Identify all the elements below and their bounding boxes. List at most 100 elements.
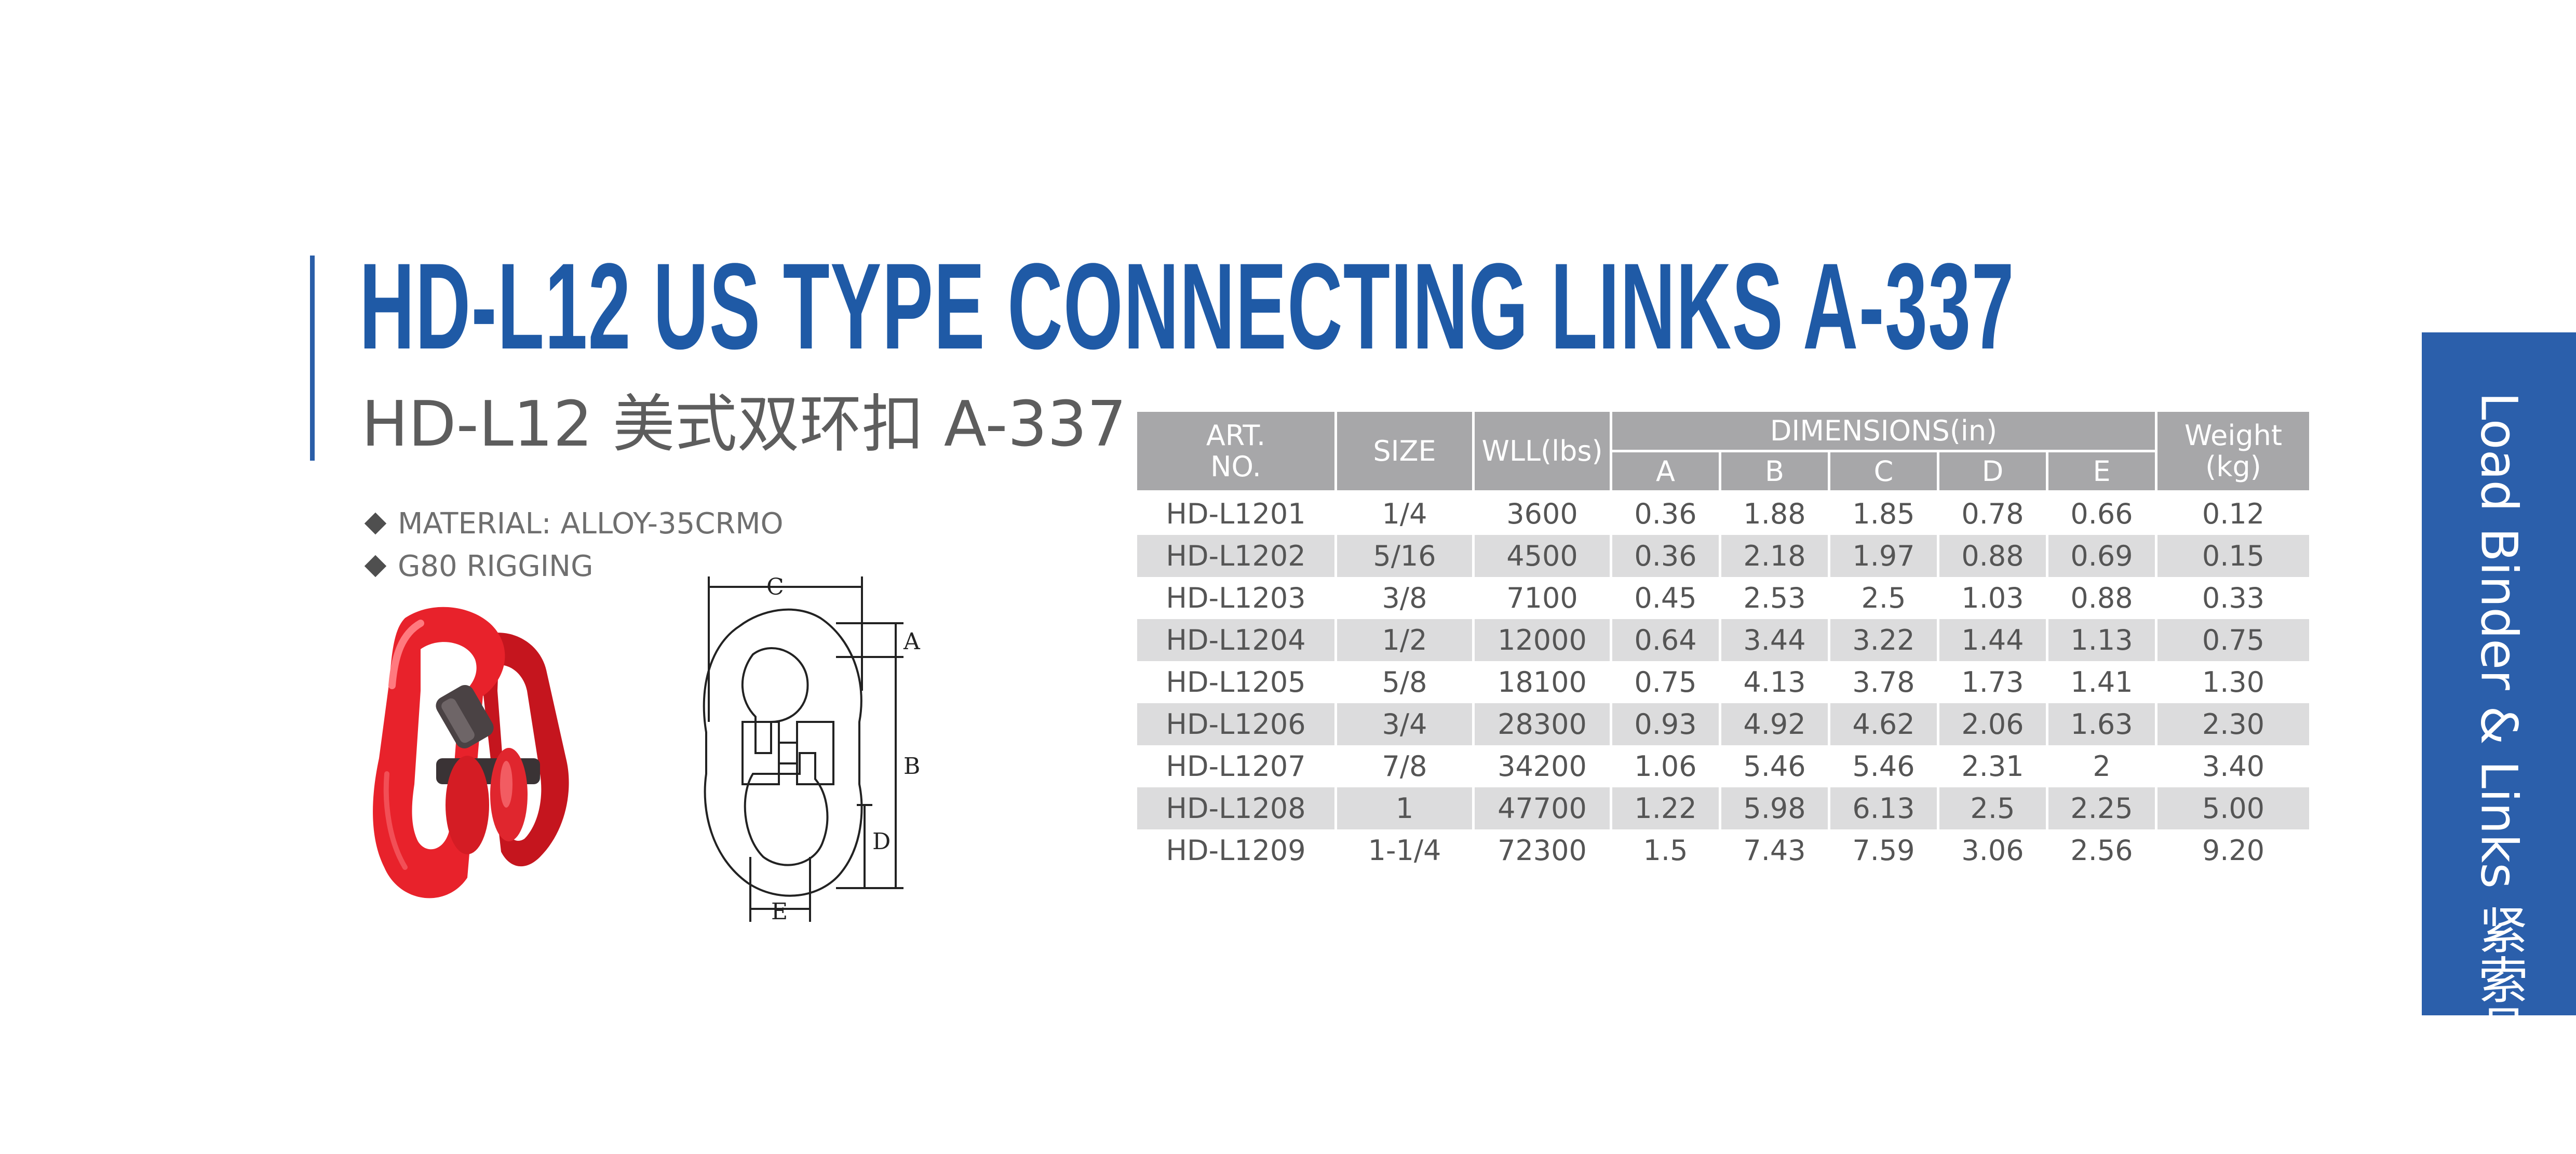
table-row: HD-L1201 1/4 3600 0.36 1.88 1.85 0.78 0.… [1135, 491, 2312, 535]
cell-dim-b: 2.18 [1719, 535, 1830, 577]
feature-material: MATERIAL: ALLOY-35CRMO [398, 507, 784, 541]
diagram-label-a: A [903, 628, 921, 655]
cell-weight: 2.30 [2155, 703, 2312, 745]
cell-size: 1-1/4 [1334, 829, 1475, 871]
cell-weight: 1.30 [2155, 661, 2312, 703]
cell-size: 3/4 [1334, 703, 1475, 745]
cell-dim-b: 5.98 [1719, 787, 1830, 829]
page-subtitle-cn: HD-L12 美式双环扣 A-337 [361, 388, 1127, 461]
header-dim-d: D [1937, 450, 2048, 493]
cell-art-no: HD-L1202 [1135, 535, 1337, 577]
header-dimensions: DIMENSIONS(in) [1609, 409, 2158, 452]
category-side-tab-label: Load Binder & Links 紧索具及环 [2470, 392, 2528, 1154]
header-dim-a: A [1610, 450, 1721, 493]
cell-art-no: HD-L1208 [1135, 787, 1337, 829]
cell-dim-a: 0.75 [1610, 661, 1721, 703]
cell-weight: 0.15 [2155, 535, 2312, 577]
cell-dim-e: 2.56 [2045, 829, 2158, 871]
table-row: HD-L1205 5/8 18100 0.75 4.13 3.78 1.73 1… [1135, 661, 2312, 703]
cell-dim-b: 7.43 [1719, 829, 1830, 871]
header-dim-b: B [1719, 450, 1830, 493]
cell-dim-b: 5.46 [1719, 745, 1830, 787]
feature-item: G80 RIGGING [364, 545, 784, 588]
cell-dim-c: 5.46 [1828, 745, 1939, 787]
cell-dim-b: 4.92 [1719, 703, 1830, 745]
diagram-label-d: D [872, 828, 891, 855]
cell-dim-c: 3.78 [1828, 661, 1939, 703]
cell-dim-a: 0.45 [1610, 577, 1721, 619]
cell-dim-c: 1.97 [1828, 535, 1939, 577]
cell-dim-d: 2.5 [1937, 787, 2048, 829]
cell-dim-d: 3.06 [1937, 829, 2048, 871]
cell-wll: 18100 [1472, 661, 1612, 703]
diagram-label-c: C [766, 574, 784, 600]
table-row: HD-L1208 1 47700 1.22 5.98 6.13 2.5 2.25… [1135, 787, 2312, 829]
feature-list: MATERIAL: ALLOY-35CRMO G80 RIGGING [364, 503, 784, 588]
diamond-bullet-icon [364, 512, 387, 535]
cell-wll: 47700 [1472, 787, 1612, 829]
cell-art-no: HD-L1209 [1135, 829, 1337, 871]
product-photo-connecting-link [373, 607, 569, 898]
header-dim-e: E [2045, 450, 2158, 493]
cell-weight: 3.40 [2155, 745, 2312, 787]
cell-wll: 7100 [1472, 577, 1612, 619]
cell-size: 1/4 [1334, 491, 1475, 535]
cell-dim-a: 0.36 [1610, 535, 1721, 577]
cell-art-no: HD-L1201 [1135, 491, 1337, 535]
cell-dim-a: 1.06 [1610, 745, 1721, 787]
cell-art-no: HD-L1204 [1135, 619, 1337, 661]
cell-dim-c: 4.62 [1828, 703, 1939, 745]
table-row: HD-L1207 7/8 34200 1.06 5.46 5.46 2.31 2… [1135, 745, 2312, 787]
table-row: HD-L1204 1/2 12000 0.64 3.44 3.22 1.44 1… [1135, 619, 2312, 661]
cell-dim-d: 0.88 [1937, 535, 2048, 577]
cell-wll: 28300 [1472, 703, 1612, 745]
cell-wll: 12000 [1472, 619, 1612, 661]
cell-dim-b: 1.88 [1719, 491, 1830, 535]
cell-dim-d: 2.31 [1937, 745, 2048, 787]
cell-dim-a: 0.36 [1610, 491, 1721, 535]
cell-weight: 0.12 [2155, 491, 2312, 535]
cell-dim-e: 2 [2045, 745, 2158, 787]
cell-wll: 3600 [1472, 491, 1612, 535]
cell-wll: 4500 [1472, 535, 1612, 577]
cell-dim-d: 2.06 [1937, 703, 2048, 745]
cell-size: 7/8 [1334, 745, 1475, 787]
cell-dim-c: 2.5 [1828, 577, 1939, 619]
title-accent-bar [310, 256, 315, 461]
cell-dim-c: 3.22 [1828, 619, 1939, 661]
cell-weight: 5.00 [2155, 787, 2312, 829]
cell-size: 5/16 [1334, 535, 1475, 577]
cell-dim-d: 0.78 [1937, 491, 2048, 535]
header-wll: WLL(lbs) [1472, 409, 1612, 493]
cell-dim-c: 6.13 [1828, 787, 1939, 829]
cell-dim-e: 0.69 [2045, 535, 2158, 577]
cell-dim-b: 2.53 [1719, 577, 1830, 619]
diagram-label-b: B [903, 753, 920, 780]
table-row: HD-L1202 5/16 4500 0.36 2.18 1.97 0.88 0… [1135, 535, 2312, 577]
feature-grade: G80 RIGGING [398, 549, 594, 583]
cell-dim-d: 1.73 [1937, 661, 2048, 703]
cell-wll: 72300 [1472, 829, 1612, 871]
table-row: HD-L1206 3/4 28300 0.93 4.92 4.62 2.06 1… [1135, 703, 2312, 745]
diagram-label-e: E [771, 898, 788, 924]
cell-weight: 0.33 [2155, 577, 2312, 619]
cell-dim-e: 1.63 [2045, 703, 2158, 745]
cell-wll: 34200 [1472, 745, 1612, 787]
cell-size: 3/8 [1334, 577, 1475, 619]
cell-dim-e: 1.13 [2045, 619, 2158, 661]
cell-dim-b: 4.13 [1719, 661, 1830, 703]
cell-dim-e: 0.88 [2045, 577, 2158, 619]
header-art-no: ART. NO. [1135, 409, 1337, 493]
cell-art-no: HD-L1205 [1135, 661, 1337, 703]
category-side-tab: Load Binder & Links 紧索具及环 [2422, 332, 2576, 1154]
cell-art-no: HD-L1206 [1135, 703, 1337, 745]
dimension-diagram: C A B D E [703, 574, 921, 924]
cell-size: 5/8 [1334, 661, 1475, 703]
cell-dim-a: 0.93 [1610, 703, 1721, 745]
cell-size: 1/2 [1334, 619, 1475, 661]
cell-art-no: HD-L1203 [1135, 577, 1337, 619]
page-title: HD-L12 US TYPE CONNECTING LINKS A-337 [359, 238, 2015, 375]
header-dim-c: C [1828, 450, 1939, 493]
cell-weight: 9.20 [2155, 829, 2312, 871]
cell-dim-e: 1.41 [2045, 661, 2158, 703]
